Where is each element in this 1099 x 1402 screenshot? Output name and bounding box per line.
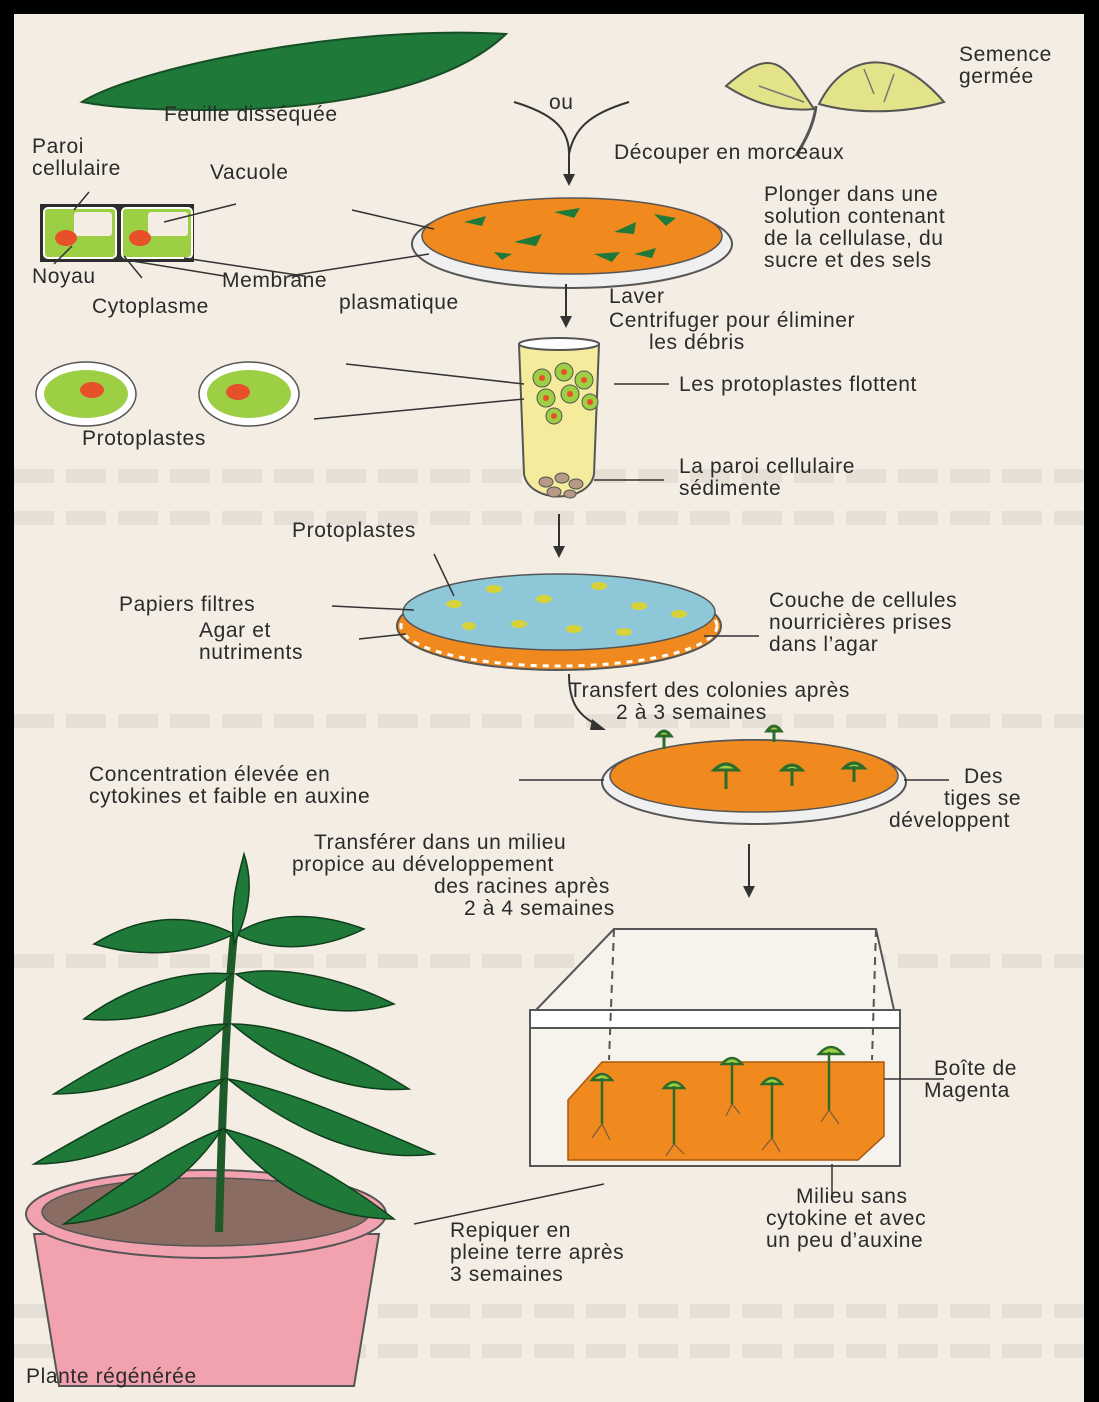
- label-transplant-2: pleine terre après: [450, 1242, 624, 1264]
- plant-cells: [40, 204, 194, 262]
- label-stems-2: tiges se: [944, 788, 1021, 810]
- label-wall-sediments-2: sédimente: [679, 478, 781, 500]
- label-transfer-root-1: Transférer dans un milieu: [314, 832, 566, 854]
- label-medium-1: Milieu sans: [796, 1186, 908, 1208]
- label-cytokine-2: cytokines et faible en auxine: [89, 786, 370, 808]
- label-or: ou: [549, 92, 574, 114]
- label-protoplasts-top: Protoplastes: [292, 520, 416, 542]
- label-cell-wall-1: Paroi: [32, 136, 84, 158]
- label-immerse-4: sucre et des sels: [764, 250, 932, 272]
- label-centrifuge-2: les débris: [649, 332, 745, 354]
- label-dissected-leaf: Feuille disséquée: [164, 104, 338, 126]
- label-membrane-2: plasmatique: [339, 292, 459, 314]
- diagram-page: Feuille disséquée ou Semence germée Déco…: [14, 14, 1084, 1402]
- label-medium-3: un peu d’auxine: [766, 1230, 923, 1252]
- label-protoplasts-left: Protoplastes: [82, 428, 206, 450]
- label-agar-2: nutriments: [199, 642, 303, 664]
- label-wash: Laver: [609, 286, 665, 308]
- label-nurse-1: Couche de cellules: [769, 590, 957, 612]
- label-transplant-3: 3 semaines: [450, 1264, 563, 1286]
- label-germinated-seed-1: Semence: [959, 44, 1052, 66]
- label-transfer-colonies-1: Transfert des colonies après: [569, 680, 850, 702]
- label-nurse-3: dans l’agar: [769, 634, 878, 656]
- label-transplant-1: Repiquer en: [450, 1220, 571, 1242]
- label-magenta-2: Magenta: [924, 1080, 1010, 1102]
- label-filter-papers: Papiers filtres: [119, 594, 255, 616]
- arrowhead: [560, 316, 572, 328]
- centrifuge-tube: [519, 338, 599, 498]
- label-membrane-1: Membrane: [222, 270, 327, 292]
- label-germinated-seed-2: germée: [959, 66, 1034, 88]
- petri-dish-filter-paper: [397, 574, 721, 670]
- dissected-leaf: [82, 33, 506, 110]
- label-immerse-1: Plonger dans une: [764, 184, 938, 206]
- label-magenta-1: Boîte de: [934, 1058, 1017, 1080]
- arrowhead: [743, 886, 755, 898]
- arrowhead: [590, 719, 606, 730]
- label-transfer-root-4: 2 à 4 semaines: [464, 898, 615, 920]
- arrowhead: [553, 546, 565, 558]
- arrowhead: [563, 174, 575, 186]
- label-medium-2: cytokine et avec: [766, 1208, 926, 1230]
- label-stems-3: développent: [889, 810, 1010, 832]
- label-cell-wall-2: cellulaire: [32, 158, 121, 180]
- label-transfer-colonies-2: 2 à 3 semaines: [616, 702, 767, 724]
- label-immerse-2: solution contenant: [764, 206, 945, 228]
- label-stems-1: Des: [964, 766, 1003, 788]
- label-transfer-root-3: des racines après: [434, 876, 610, 898]
- label-cytokine-1: Concentration élevée en: [89, 764, 330, 786]
- label-leaders: [314, 364, 669, 480]
- label-cytoplasm: Cytoplasme: [92, 296, 209, 318]
- protoplasts: [36, 362, 299, 426]
- label-nurse-2: nourricières prises: [769, 612, 952, 634]
- label-centrifuge-1: Centrifuger pour éliminer: [609, 310, 855, 332]
- label-agar-1: Agar et: [199, 620, 271, 642]
- regenerated-plant: [26, 854, 434, 1386]
- label-immerse-3: de la cellulase, du: [764, 228, 944, 250]
- petri-dish-enzymes: [412, 198, 732, 288]
- magenta-box: [530, 929, 900, 1166]
- label-regenerated-plant: Plante régénérée: [26, 1366, 197, 1388]
- label-cut-pieces: Découper en morceaux: [614, 142, 844, 164]
- petri-dish-shoots: [602, 726, 906, 824]
- label-vacuole: Vacuole: [210, 162, 289, 184]
- label-transfer-root-2: propice au développement: [292, 854, 554, 876]
- label-protoplasts-float: Les protoplastes flottent: [679, 374, 917, 396]
- label-wall-sediments-1: La paroi cellulaire: [679, 456, 855, 478]
- label-nucleus: Noyau: [32, 266, 96, 288]
